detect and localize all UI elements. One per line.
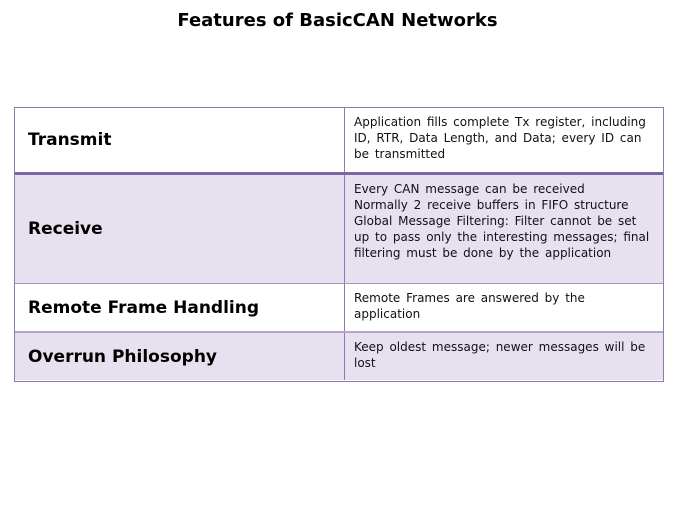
table-row-remote-frame-handling: Remote Frame Handling Remote Frames are …	[15, 284, 663, 333]
feature-name-transmit: Transmit	[28, 130, 112, 150]
feature-name-remote-frame-handling: Remote Frame Handling	[28, 297, 260, 318]
table-row-receive: Receive Every CAN message can be receive…	[15, 175, 663, 284]
table-row-transmit: Transmit Application fills complete Tx r…	[15, 108, 663, 175]
table-row-overrun-philosophy: Overrun Philosophy Keep oldest message; …	[15, 333, 663, 380]
feature-name-overrun-philosophy: Overrun Philosophy	[28, 346, 218, 367]
features-table: Transmit Application fills complete Tx r…	[14, 107, 664, 382]
page-title: Features of BasicCAN Networks	[177, 10, 498, 31]
feature-name-receive: Receive	[28, 219, 103, 239]
feature-description-receive: Every CAN message can be received Normal…	[344, 175, 663, 283]
feature-description-transmit: Application fills complete Tx register, …	[344, 108, 663, 172]
feature-description-overrun-philosophy: Keep oldest message; newer messages will…	[344, 333, 663, 380]
feature-description-remote-frame-handling: Remote Frames are answered by the applic…	[344, 284, 663, 331]
